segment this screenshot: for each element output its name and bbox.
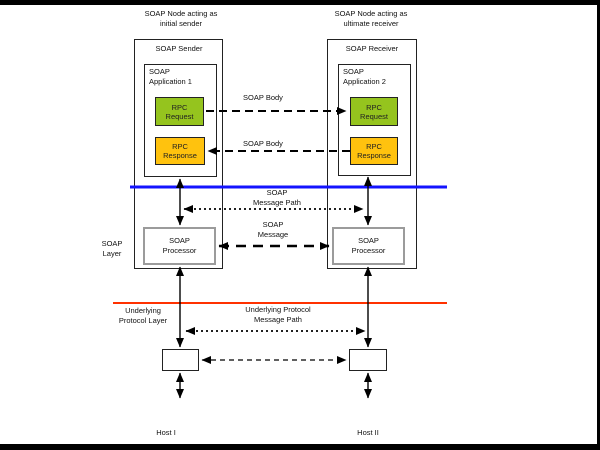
underlying-message-path-label: Underlying Protocol Message Path (228, 305, 328, 325)
rpc-request-line1: RPC (366, 102, 382, 112)
soap-message-line2: Message (257, 230, 289, 239)
node-label-left-line2: initial sender (159, 19, 203, 28)
soap-message-path-line1: SOAP (266, 188, 288, 197)
host-box-right (349, 349, 387, 371)
host-2-label: Host II (357, 428, 379, 437)
soap-processor-box-receiver: SOAP Processor (332, 227, 405, 265)
app1-line2: Application 1 (149, 77, 192, 86)
rpc-request-box-receiver: RPC Request (350, 97, 398, 126)
host-box-left (162, 349, 199, 371)
soap-receiver-title: SOAP Receiver (345, 44, 399, 53)
soap-layer-line2: Layer (102, 249, 122, 258)
soap-message-path-line2: Message Path (253, 198, 301, 207)
rpc-request-line2: Request (360, 111, 388, 121)
rpc-response-box-receiver: RPC Response (350, 137, 398, 165)
rpc-request-line2: Request (165, 111, 194, 121)
rpc-request-box-sender: RPC Request (155, 97, 204, 126)
rpc-response-box-sender: RPC Response (155, 137, 205, 165)
rpc-response-line2: Response (163, 151, 197, 160)
processor-line1: SOAP (358, 236, 379, 245)
rpc-response-line1: RPC (172, 142, 188, 151)
node-label-right-line2: ultimate receiver (343, 19, 399, 28)
soap-application-1-label: SOAP Application 1 (149, 67, 215, 87)
soap-sender-title: SOAP Sender (155, 44, 203, 53)
rpc-response-line1: RPC (366, 142, 382, 151)
processor-line2: Processor (162, 246, 197, 255)
soap-body-request-label: SOAP Body (243, 93, 283, 102)
underlying-message-path-line2: Message Path (254, 315, 302, 324)
soap-layer-line1: SOAP (101, 239, 123, 248)
soap-message-line1: SOAP (262, 220, 284, 229)
app2-line2: Application 2 (343, 77, 386, 86)
rpc-response-line2: Response (357, 151, 391, 160)
host-1-label: Host I (156, 428, 176, 437)
frame-bar-bottom (0, 444, 600, 450)
rpc-request-line1: RPC (171, 102, 188, 112)
node-label-left-line1: SOAP Node acting as (144, 9, 218, 18)
soap-processor-box-sender: SOAP Processor (143, 227, 216, 265)
underlying-layer-line1: Underlying (125, 306, 161, 315)
soap-application-2-label: SOAP Application 2 (343, 67, 409, 87)
node-label-right-line1: SOAP Node acting as (334, 9, 408, 18)
underlying-message-path-line1: Underlying Protocol (245, 305, 311, 314)
underlying-layer-line2: Protocol Layer (118, 316, 168, 325)
frame-bar-top (0, 0, 600, 5)
node-label-left: SOAP Node acting as initial sender (121, 9, 241, 29)
underlying-protocol-layer-label: Underlying Protocol Layer (103, 306, 183, 326)
app2-line1: SOAP (343, 67, 364, 76)
processor-line2: Processor (351, 246, 386, 255)
processor-line1: SOAP (169, 236, 190, 245)
soap-layer-label: SOAP Layer (87, 239, 137, 259)
soap-message-path-label: SOAP Message Path (237, 188, 317, 208)
frame-bar-right (597, 0, 600, 450)
node-label-right: SOAP Node acting as ultimate receiver (311, 9, 431, 29)
soap-message-label: SOAP Message (233, 220, 313, 240)
app1-line1: SOAP (149, 67, 170, 76)
soap-body-response-label: SOAP Body (243, 139, 283, 148)
